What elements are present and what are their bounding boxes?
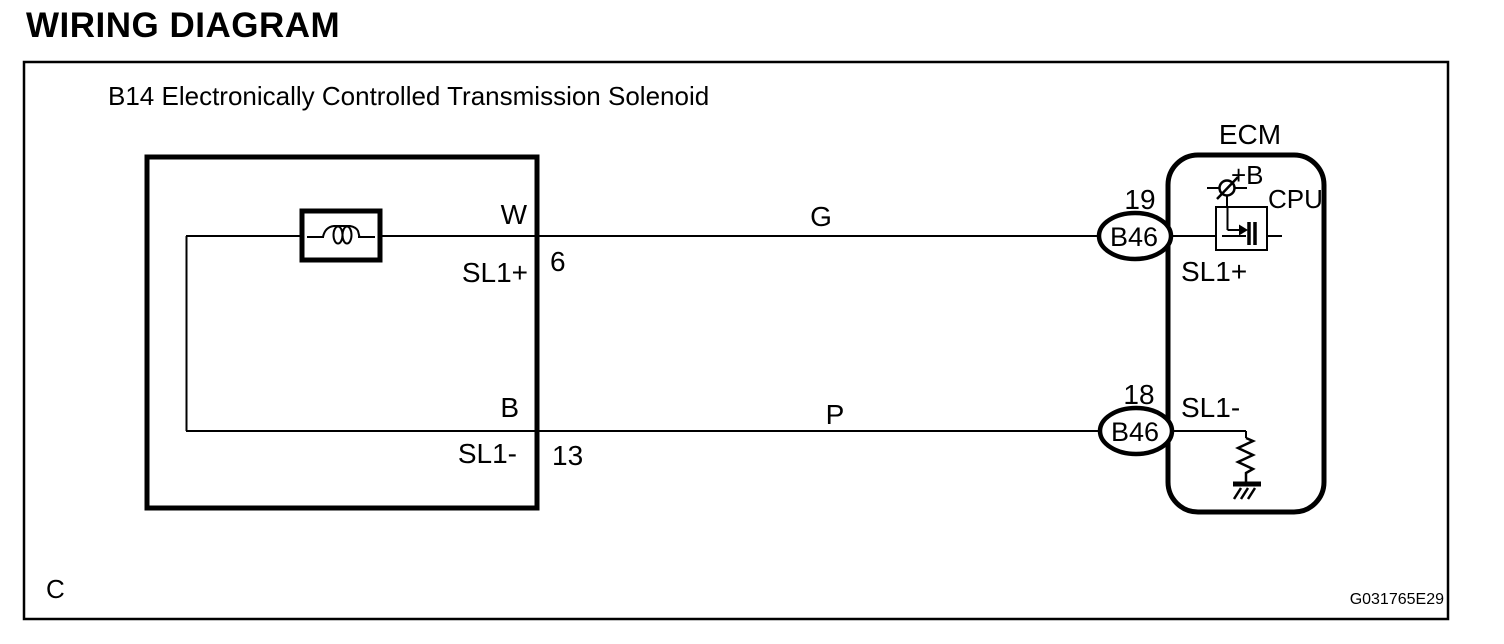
connector-top [1096, 210, 1174, 262]
power-label: +B [1231, 160, 1264, 190]
resistor-icon [1235, 436, 1257, 482]
solenoid-bottom-pin-number: 13 [552, 440, 583, 471]
connector-top-pin-number: 19 [1124, 184, 1155, 215]
ecm-bottom-signal-label: SL1- [1181, 392, 1240, 423]
wire-color-top: G [810, 201, 832, 232]
coil-box [299, 208, 383, 263]
cpu-label: CPU [1268, 184, 1323, 214]
ecm-label: ECM [1219, 119, 1281, 150]
figure-code: G031765E29 [1350, 591, 1444, 608]
solenoid-bottom-signal-label: SL1- [458, 438, 517, 469]
wire-color-bottom: P [826, 399, 845, 430]
transistor-icon [1222, 207, 1257, 245]
solenoid-top-pin-number: 6 [550, 246, 566, 277]
ecm-box [1165, 152, 1327, 515]
connector-top-code: B46 [1110, 222, 1158, 252]
solenoid-top-signal-label: SL1+ [462, 257, 528, 288]
connector-bottom [1097, 405, 1175, 457]
ecm-top-signal-label: SL1+ [1181, 256, 1247, 287]
solenoid-box [144, 154, 540, 511]
power-terminal-icon [1207, 176, 1247, 210]
ground-icon [1232, 481, 1261, 500]
connector-bottom-pin-number: 18 [1123, 379, 1154, 410]
connector-bottom-code: B46 [1111, 417, 1159, 447]
figure-corner-label: C [46, 574, 65, 604]
solenoid-top-wire-label: W [501, 199, 528, 230]
coil-icon [322, 225, 361, 245]
ecm-bottom-internal-wire [1171, 430, 1247, 438]
page-title: WIRING DIAGRAM [26, 6, 341, 45]
figure-frame [22, 60, 1450, 621]
diagram-subtitle: B14 Electronically Controlled Transmissi… [108, 81, 709, 111]
solenoid-bottom-wire-label: B [500, 392, 519, 423]
